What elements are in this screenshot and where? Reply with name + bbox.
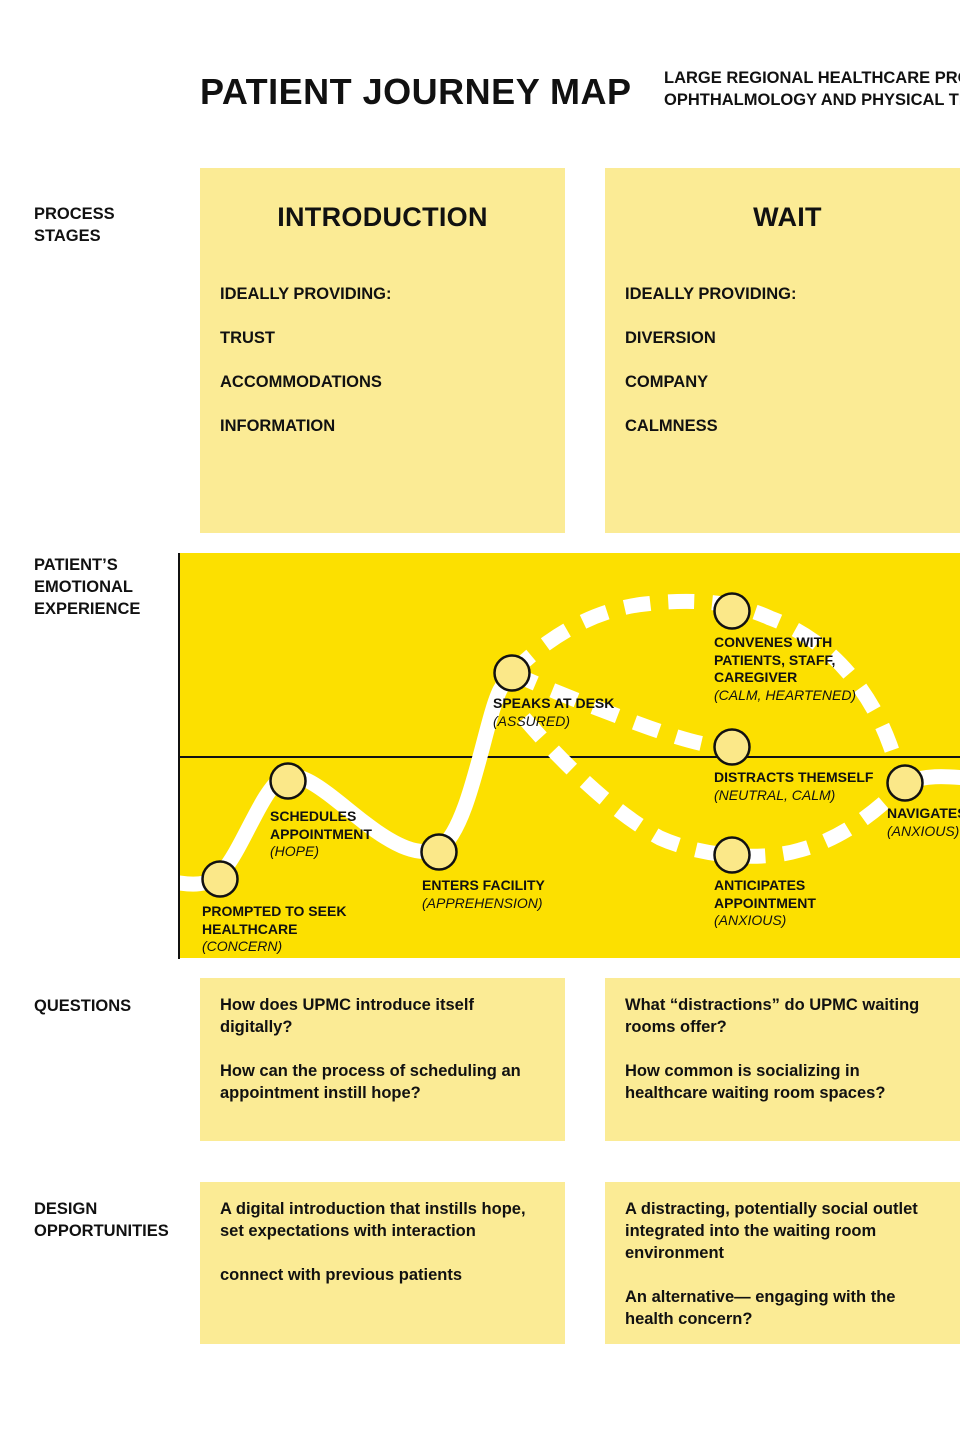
page-title: PATIENT JOURNEY MAP [200,71,632,112]
row-label-line: PATIENT’S [34,556,118,574]
node-label-anticipates: ANTICIPATES APPOINTMENT (ANXIOUS) [714,877,816,930]
node-label-schedules: SCHEDULES APPOINTMENT (HOPE) [270,808,372,861]
question-item: How can the process of scheduling an app… [220,1062,521,1102]
questions-panel-wait: What “distractions” do UPMC waiting room… [605,978,960,1141]
question-item: How common is socializing in healthcare … [625,1062,886,1102]
node-label-text: NAVIGATES [887,805,960,821]
node-emotion: (CALM, HEARTENED) [714,686,857,703]
journey-path-solid [180,665,520,892]
providing-item: TRUST [220,329,275,347]
opportunities-text: A digital introduction that instills hop… [220,1198,547,1308]
stage-title: INTRODUCTION [277,202,488,232]
row-label-line: OPPORTUNITIES [34,1222,169,1240]
node-label-text: ANTICIPATES [714,877,806,893]
node-emotion: (ASSURED) [493,712,571,729]
opportunity-item: A digital introduction that instills hop… [220,1200,526,1240]
node-label-distracts: DISTRACTS THEMSELF (NEUTRAL, CALM) [714,769,873,804]
providing-heading: IDEALLY PROVIDING: [625,285,797,303]
stage-panel-wait: WAIT IDEALLY PROVIDING: DIVERSION COMPAN… [605,168,960,533]
node-emotion: (CONCERN) [202,938,283,954]
node-emotion: (APPREHENSION) [422,894,543,911]
row-label-emotional-experience: PATIENT’S EMOTIONAL EXPERIENCE [34,554,140,620]
opportunity-item: connect with previous patients [220,1266,463,1284]
opportunities-panel-wait: A distracting, potentially social outlet… [605,1182,960,1344]
providing-item: CALMNESS [625,417,718,435]
row-label-line: PROCESS [34,205,115,223]
row-label-design-opportunities: DESIGN OPPORTUNITIES [34,1198,169,1242]
questions-panel-introduction: How does UPMC introduce itself digitally… [200,978,565,1141]
question-item: What “distractions” do UPMC waiting room… [625,996,920,1036]
subtitle-line-2: OPHTHALMOLOGY AND PHYSICAL THERAPY [664,91,960,109]
stage-title: WAIT [753,202,822,232]
subtitle-line-1: LARGE REGIONAL HEALTHCARE PROVIDER [664,69,960,87]
journey-node-convenes [713,592,751,630]
journey-node-speaks [493,654,531,692]
question-item: How does UPMC introduce itself digitally… [220,996,474,1036]
journey-node-anticipates [713,836,751,874]
node-label-text: APPOINTMENT [270,825,372,842]
node-emotion: (HOPE) [270,843,319,859]
journey-path-middle [508,666,734,756]
page-subtitle: LARGE REGIONAL HEALTHCARE PROVIDER OPHTH… [664,67,960,111]
providing-item: COMPANY [625,373,709,391]
node-label-text: SPEAKS AT DESK [493,695,615,711]
node-label-text: CAREGIVER [714,669,798,685]
journey-node-navigates [886,764,924,802]
providing-item: ACCOMMODATIONS [220,373,382,391]
opportunity-item: An alternative— engaging with the health… [625,1288,896,1328]
stage-providing-list: IDEALLY PROVIDING: DIVERSION COMPANY CAL… [625,283,796,459]
node-label-convenes: CONVENES WITH PATIENTS, STAFF, CAREGIVER… [714,634,856,704]
node-label-text: HEALTHCARE [202,920,298,937]
node-label-text: DISTRACTS THEMSELF [714,769,874,785]
journey-path-upper [506,593,912,787]
stage-panel-introduction: INTRODUCTION IDEALLY PROVIDING: TRUST AC… [200,168,565,533]
node-emotion: (NEUTRAL, CALM) [714,786,836,803]
journey-node-schedules [269,762,307,800]
row-label-line: QUESTIONS [34,997,132,1015]
node-label-text: APPOINTMENT [714,894,816,911]
neutral-baseline [180,756,960,758]
node-label-speaks: SPEAKS AT DESK (ASSURED) [493,695,614,730]
node-label-text: PATIENTS, STAFF, [714,651,836,668]
row-label-line: STAGES [34,227,101,245]
node-label-text: ENTERS FACILITY [422,877,545,893]
node-emotion: (ANXIOUS) [714,912,787,928]
providing-heading: IDEALLY PROVIDING: [220,285,392,303]
row-label-line: DESIGN [34,1200,98,1218]
providing-item: INFORMATION [220,417,336,435]
row-label-process-stages: PROCESS STAGES [34,203,115,247]
node-label-text: PROMPTED TO SEEK [202,903,347,919]
node-label-enters: ENTERS FACILITY (APPREHENSION) [422,877,545,912]
journey-node-prompted [201,860,239,898]
row-label-line: EXPERIENCE [34,600,141,618]
row-label-questions: QUESTIONS [34,995,131,1017]
questions-text: How does UPMC introduce itself digitally… [220,994,547,1126]
node-label-prompted: PROMPTED TO SEEK HEALTHCARE (CONCERN) [202,903,346,956]
node-label-text: CONVENES WITH [714,634,833,650]
questions-text: What “distractions” do UPMC waiting room… [625,994,942,1126]
row-label-line: EMOTIONAL [34,578,133,596]
node-label-text: SCHEDULES [270,808,357,824]
opportunities-panel-introduction: A digital introduction that instills hop… [200,1182,565,1344]
node-emotion: (ANXIOUS) [887,822,960,839]
stage-providing-list: IDEALLY PROVIDING: TRUST ACCOMMODATIONS … [220,283,391,459]
node-label-navigates: NAVIGATES (ANXIOUS) [887,805,960,840]
journey-node-distracts [713,728,751,766]
journey-node-enters [420,833,458,871]
providing-item: DIVERSION [625,329,716,347]
opportunity-item: A distracting, potentially social outlet… [625,1200,918,1262]
opportunities-text: A distracting, potentially social outlet… [625,1198,942,1344]
emotion-chart-area [180,553,960,958]
emotion-axis [178,553,180,959]
